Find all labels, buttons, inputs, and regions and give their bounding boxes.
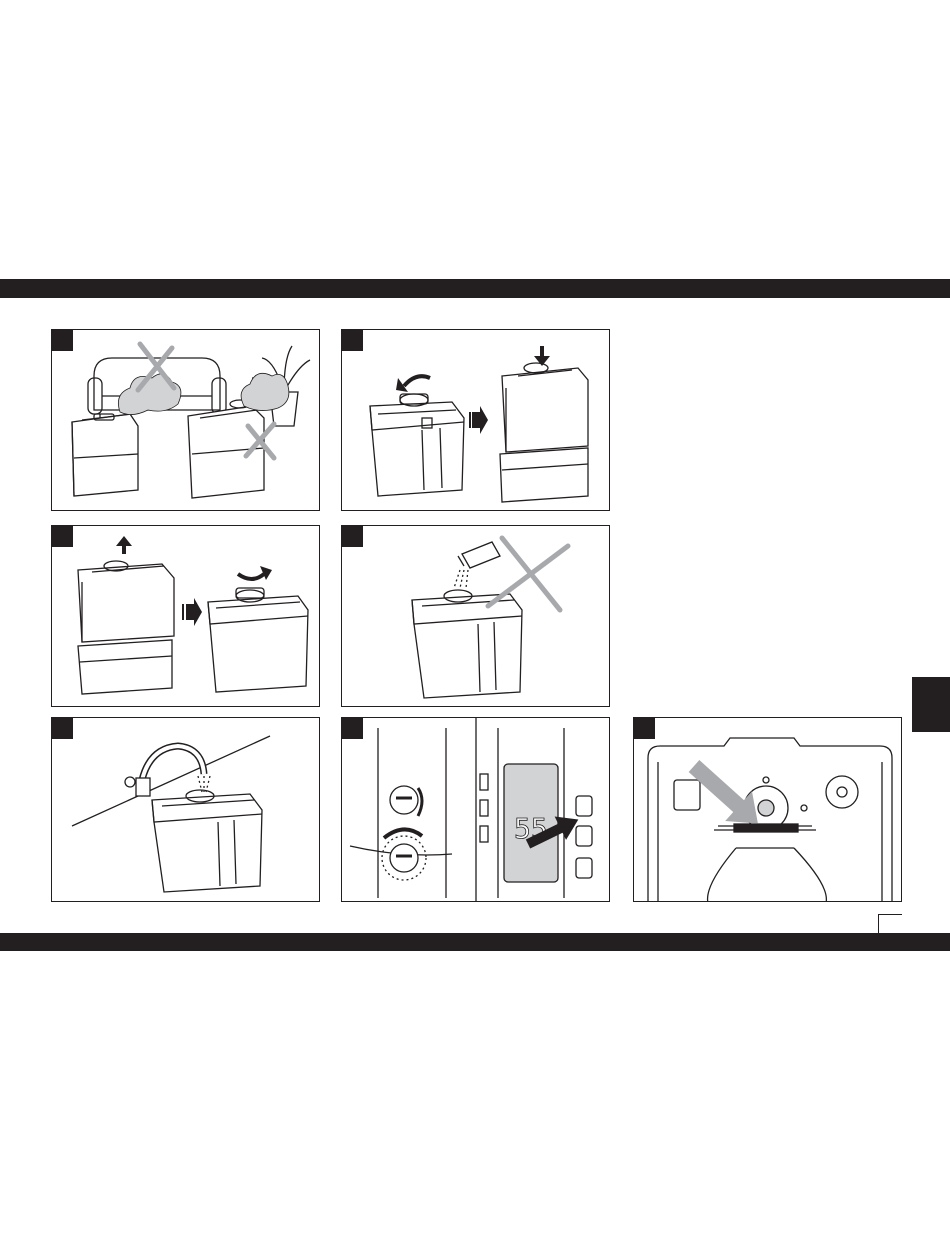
tank-cap-close-illustration: [342, 330, 610, 511]
placement-warning-illustration: [52, 330, 320, 511]
control-panel-power-illustration: 55: [342, 718, 610, 902]
figure-panel-5: [51, 717, 320, 902]
base-cleaning-illustration: [634, 718, 902, 902]
figure-panel-1: [51, 329, 320, 511]
figure-panel-2: [341, 329, 610, 511]
no-additives-warning-illustration: [342, 526, 610, 707]
header-band: [0, 279, 950, 298]
footer-band: [0, 933, 950, 951]
tank-lift-and-open-illustration: [52, 526, 320, 707]
figure-panel-4: [341, 525, 610, 707]
tap-filling-illustration: [52, 718, 320, 902]
figure-panel-7: [633, 717, 902, 902]
page-number-frame: [878, 914, 902, 933]
figure-panel-3: [51, 525, 320, 707]
figure-panel-6: 55: [341, 717, 610, 902]
section-tab: [912, 677, 950, 732]
